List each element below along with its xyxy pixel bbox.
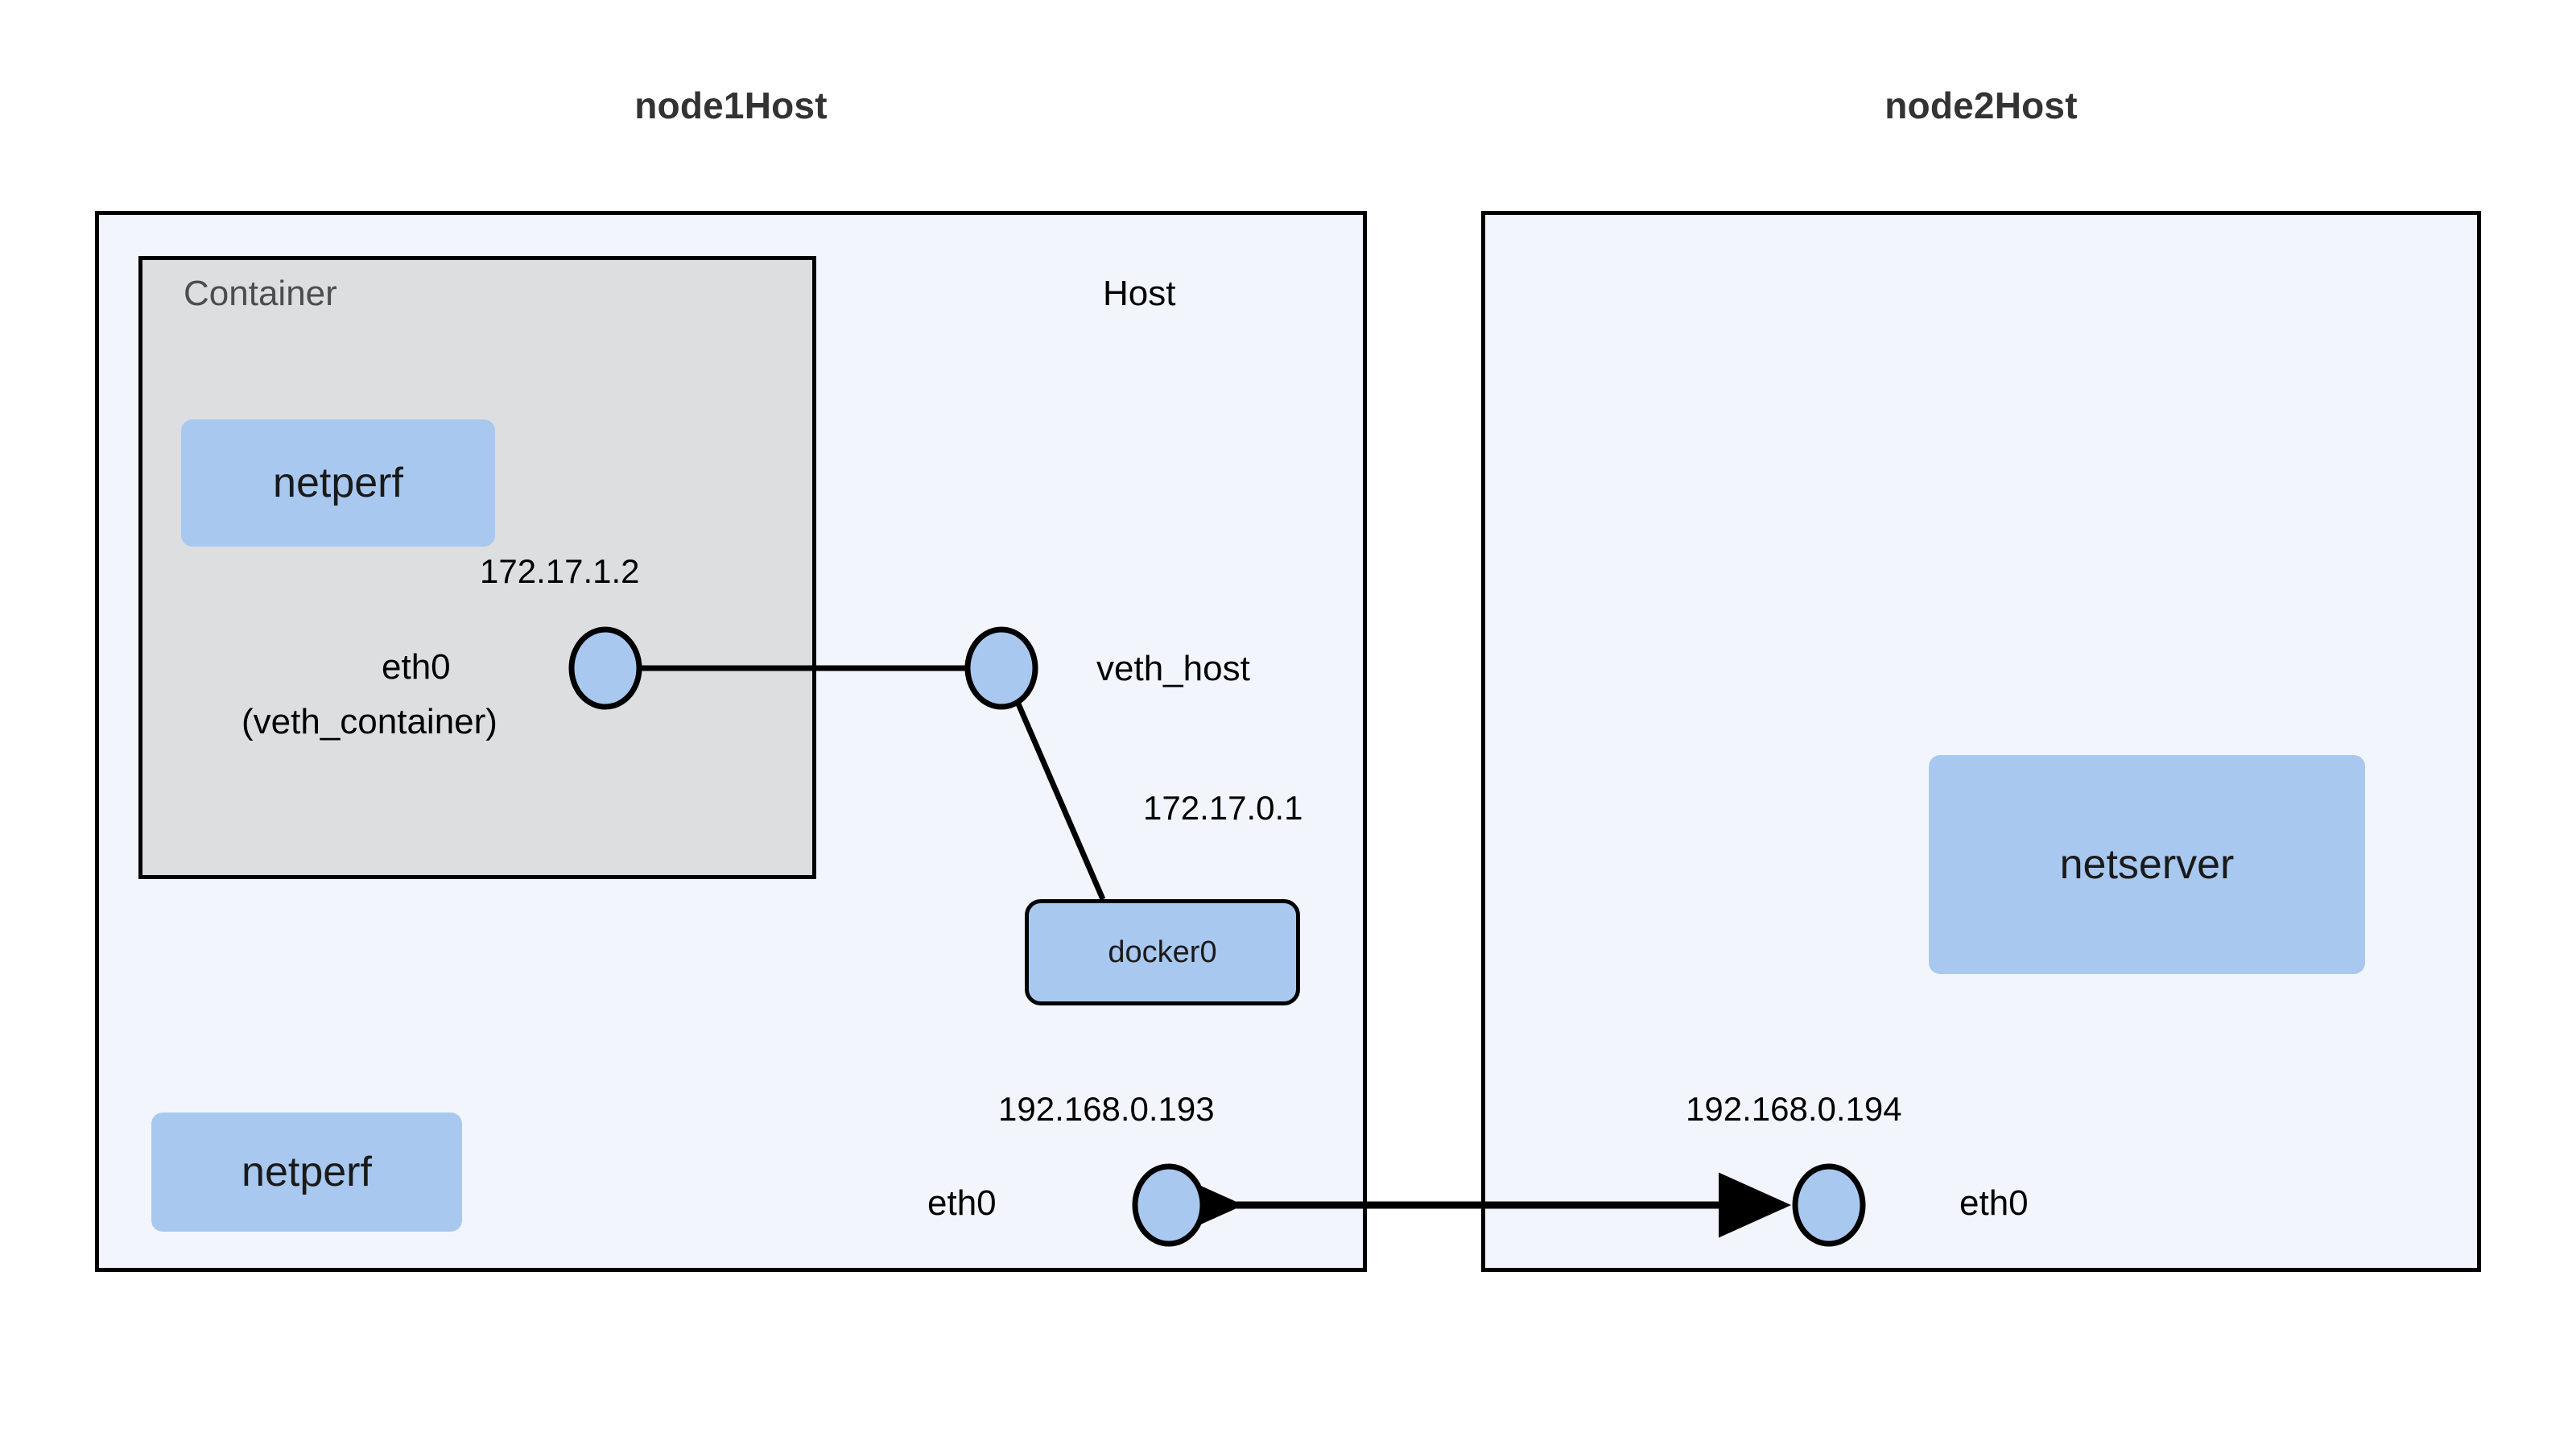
host-zone-label: Host <box>1103 274 1176 313</box>
docker0-ip-label: 172.17.0.1 <box>1143 789 1303 827</box>
node2-eth0-label: eth0 <box>1959 1183 2029 1223</box>
docker0-bridge-box: docker0 <box>1025 899 1300 1005</box>
node2-host-box <box>1481 211 2481 1272</box>
node1-host-title: node1Host <box>634 85 828 126</box>
netperf-host-box: netperf <box>151 1113 462 1232</box>
container-eth0-label: eth0 <box>382 647 451 687</box>
node1-eth0-label: eth0 <box>927 1183 997 1223</box>
node1-eth0-ip-label: 192.168.0.193 <box>998 1090 1215 1128</box>
container-box <box>138 256 816 879</box>
veth-host-label: veth_host <box>1096 649 1250 688</box>
node2-eth0-ip-label: 192.168.0.194 <box>1686 1090 1902 1128</box>
netserver-box: netserver <box>1929 755 2365 974</box>
container-eth0-ip-label: 172.17.1.2 <box>480 552 640 590</box>
container-zone-label: Container <box>184 274 337 313</box>
node2-host-title: node2Host <box>1885 85 2078 126</box>
container-eth0-alias-label: (veth_container) <box>242 702 497 741</box>
netperf-container-box: netperf <box>181 419 495 547</box>
